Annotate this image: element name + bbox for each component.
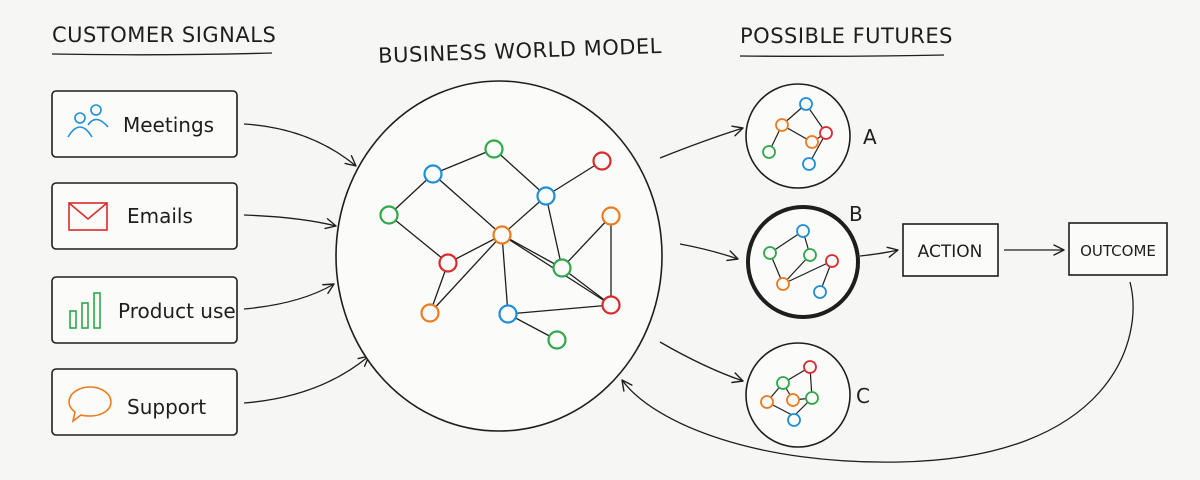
heading-possible-futures: POSSIBLE FUTURES <box>740 24 953 48</box>
heading-underline-signals <box>51 52 273 56</box>
outcome-label: OUTCOME <box>1080 242 1156 260</box>
arrow-meetings-to-model <box>243 123 357 167</box>
heading-business-world-model: BUSINESS WORLD MODEL <box>378 34 663 68</box>
network-node-red <box>438 253 458 273</box>
network-node-green <box>484 139 504 159</box>
future-circle-c <box>745 342 851 448</box>
future-arrows <box>659 125 744 384</box>
world-model-circle <box>335 80 663 432</box>
future-circle-a <box>745 83 851 189</box>
arrow-model-to-future-b <box>679 243 739 262</box>
signal-box-product-use: Product use <box>51 276 238 344</box>
arrow-support-to-model <box>243 355 370 404</box>
network-node-green <box>552 258 572 278</box>
network-node-orange <box>601 206 621 226</box>
network-node-green <box>547 330 567 350</box>
speech-bubble-icon <box>68 386 112 423</box>
outcome-box: OUTCOME <box>1068 222 1168 276</box>
future-label-b: B <box>849 202 863 226</box>
model-network-nodes <box>379 139 621 350</box>
signal-label: Emails <box>127 204 193 228</box>
future-c: C <box>745 342 870 448</box>
arrow-model-to-future-c <box>659 341 744 384</box>
network-node-red <box>601 295 621 315</box>
future-label-a: A <box>863 125 877 149</box>
future-a: A <box>745 83 877 189</box>
bar-chart-icon <box>69 292 101 329</box>
action-label: ACTION <box>918 242 983 262</box>
network-node-blue <box>498 304 518 324</box>
signal-label: Product use <box>118 299 236 323</box>
arrow-product-use-to-model <box>243 283 335 310</box>
signal-label: Support <box>127 395 206 419</box>
arrow-future-b-to-action <box>859 246 899 258</box>
action-box: ACTION <box>902 223 999 277</box>
signal-arrows <box>243 123 370 404</box>
signal-box-support: Support <box>51 368 238 436</box>
heading-underline-futures <box>739 54 945 57</box>
network-node-orange <box>420 303 440 323</box>
network-node-blue <box>423 164 443 184</box>
network-node-orange <box>492 225 512 245</box>
feedback-arrow-outcome-to-model <box>621 281 1134 463</box>
envelope-icon <box>68 202 108 231</box>
arrow-emails-to-model <box>243 214 337 230</box>
future-label-c: C <box>856 384 870 408</box>
arrow-model-to-future-a <box>659 125 744 159</box>
people-icon <box>67 104 109 138</box>
signal-box-meetings: Meetings <box>51 90 238 158</box>
future-b: B <box>746 202 863 319</box>
signal-label: Meetings <box>123 113 214 137</box>
signal-box-emails: Emails <box>51 182 238 250</box>
network-node-blue <box>536 186 556 206</box>
heading-customer-signals: CUSTOMER SIGNALS <box>52 23 276 47</box>
network-node-red <box>592 151 612 171</box>
network-node-green <box>379 205 399 225</box>
